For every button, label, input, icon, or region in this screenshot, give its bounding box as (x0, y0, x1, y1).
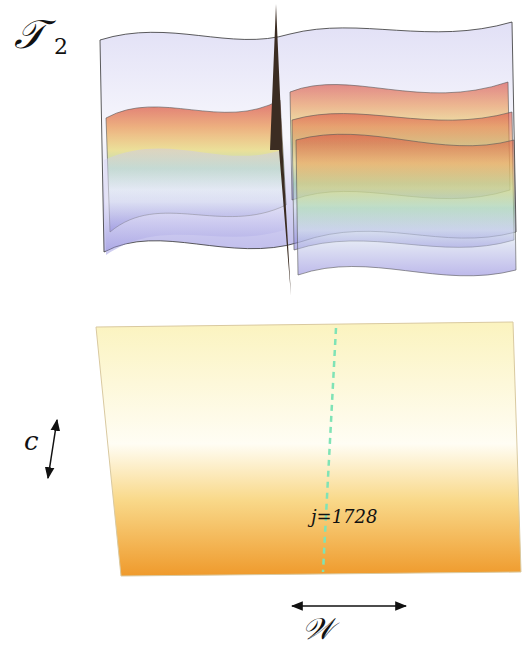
band-outline (96, 322, 521, 576)
c-arrow (48, 420, 57, 478)
axis-label: 𝒲 (302, 614, 333, 644)
dashed-locus (323, 328, 336, 572)
sheet-left-lower (104, 148, 284, 255)
moduli-band: j=1728 (95, 320, 523, 578)
locus-label: j=1728 (309, 507, 379, 527)
space-symbol: 𝒯 (14, 14, 45, 54)
band-shape (95, 320, 523, 578)
sheet-right-3 (296, 134, 516, 276)
vertical-sheet (270, 4, 291, 296)
subscript: 2 (54, 36, 68, 58)
w-arrow (292, 605, 406, 607)
axis-label: c (24, 428, 39, 454)
